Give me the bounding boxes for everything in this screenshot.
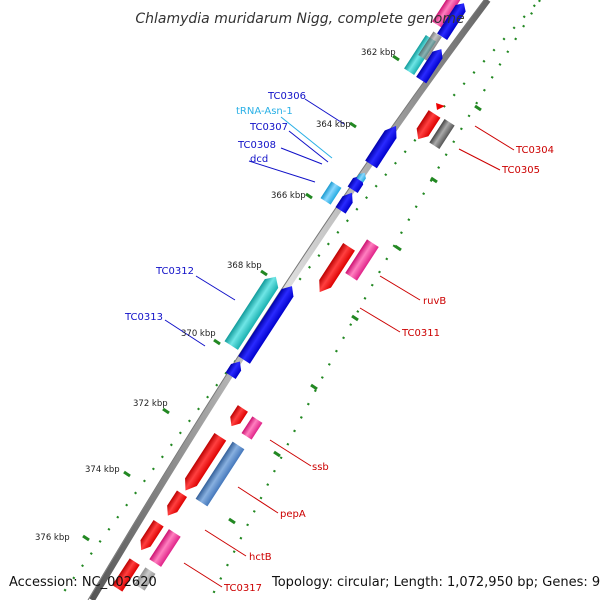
gene-feature[interactable] (134, 567, 156, 591)
forward-genes (224, 0, 469, 379)
label-TC0311[interactable]: TC0311 (401, 328, 440, 339)
genome-summary-text: Topology: circular; Length: 1,072,950 bp… (271, 575, 600, 590)
gene-feature[interactable] (225, 358, 245, 379)
reverse-genes (112, 103, 455, 592)
gene-TC0306[interactable] (365, 122, 402, 169)
gene-trna-asn-1[interactable] (356, 171, 368, 183)
kbp-label: 372 kbp (133, 399, 168, 409)
label-TC0307[interactable]: TC0307 (249, 122, 288, 133)
kbp-label: 376 kbp (35, 533, 70, 543)
kbp-labels: 362 kbp 364 kbp 366 kbp 368 kbp 370 kbp … (35, 48, 396, 543)
accession-text: Accession: NC_002620 (9, 575, 157, 590)
gene-TC0312[interactable] (224, 272, 283, 350)
gene-TC0305[interactable] (429, 118, 455, 150)
label-TC0312[interactable]: TC0312 (155, 266, 194, 277)
inner-ticks (228, 104, 482, 525)
gene-TC0308[interactable] (335, 190, 358, 214)
gene-feature[interactable] (180, 433, 227, 494)
gene-pepA[interactable] (195, 441, 245, 507)
gene-arrow-marker (436, 103, 445, 110)
label-dcd[interactable]: dcd (250, 154, 268, 165)
kbp-label: 368 kbp (227, 261, 262, 271)
genome-backbone (89, 0, 491, 600)
label-hctB[interactable]: hctB (249, 552, 272, 563)
label-TC0317[interactable]: TC0317 (223, 583, 262, 594)
page-title: Chlamydia muridarum Nigg, complete genom… (135, 11, 464, 27)
gene-TC0313[interactable] (238, 282, 298, 364)
kbp-label: 366 kbp (271, 191, 306, 201)
gene-ssb[interactable] (241, 416, 263, 440)
outer-dotted-ring (57, 4, 536, 600)
kbp-label: 370 kbp (181, 329, 216, 339)
gene-hctB[interactable] (136, 519, 164, 553)
reverse-gene-labels: TC0304 TC0305 ruvB TC0311 ssb pepA hctB … (223, 145, 554, 594)
kbp-label: 374 kbp (85, 465, 120, 475)
gene-feature[interactable] (432, 0, 464, 29)
label-leaders (164, 98, 515, 588)
gene-TC0304[interactable] (412, 110, 441, 143)
gene-dcd[interactable] (320, 181, 342, 205)
gene-feature[interactable] (437, 0, 469, 41)
gene-feature[interactable] (416, 46, 446, 84)
label-TC0304[interactable]: TC0304 (515, 145, 554, 156)
gene-feature[interactable] (226, 405, 248, 429)
forward-gene-labels: TC0306 tRNA-Asn-1 TC0307 TC0308 dcd TC03… (124, 91, 306, 323)
label-ruvB[interactable]: ruvB (423, 296, 446, 307)
gene-TC0317[interactable] (149, 529, 181, 567)
gene-feature[interactable] (112, 558, 140, 592)
kbp-label: 362 kbp (361, 48, 396, 58)
gene-ruvB[interactable] (345, 239, 379, 281)
label-TC0305[interactable]: TC0305 (501, 165, 540, 176)
label-TC0306[interactable]: TC0306 (267, 91, 306, 102)
gene-feature[interactable] (418, 31, 442, 61)
kbp-ticks (82, 54, 400, 542)
gene-feature[interactable] (163, 490, 188, 519)
label-TC0308[interactable]: TC0308 (237, 140, 276, 151)
gene-TC0311[interactable] (314, 243, 355, 296)
label-trna-asn-1[interactable]: tRNA-Asn-1 (236, 106, 293, 117)
label-TC0313[interactable]: TC0313 (124, 312, 163, 323)
label-pepA[interactable]: pepA (280, 509, 306, 520)
label-ssb[interactable]: ssb (312, 462, 329, 473)
kbp-label: 364 kbp (316, 120, 351, 130)
